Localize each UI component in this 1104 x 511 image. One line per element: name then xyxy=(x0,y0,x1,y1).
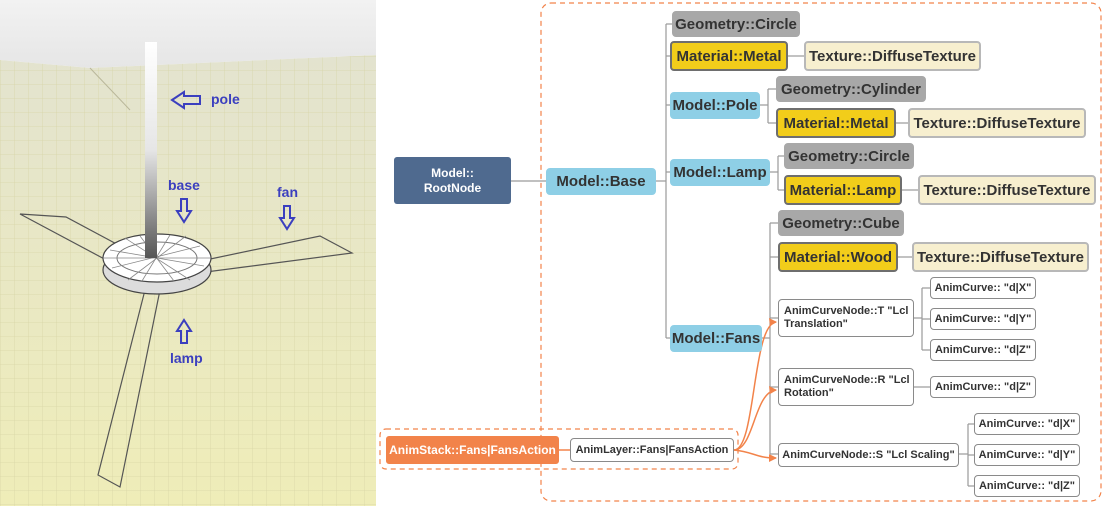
curve-node-label: Translation" xyxy=(784,318,848,330)
anim-curve-s-y[interactable]: AnimCurve:: "d|Y" xyxy=(974,444,1080,466)
fan-label: fan xyxy=(277,184,298,200)
anim-curve-node-scaling[interactable]: AnimCurveNode::S "Lcl Scaling" xyxy=(778,443,959,467)
anim-curve-node-rotation[interactable]: AnimCurveNode::R "Lcl Rotation" xyxy=(778,368,914,406)
base-texture-node[interactable]: Texture::DiffuseTexture xyxy=(804,41,981,71)
model-lamp-node[interactable]: Model::Lamp xyxy=(670,159,770,186)
anim-curve-t-z[interactable]: AnimCurve:: "d|Z" xyxy=(930,339,1036,361)
anim-stack-node[interactable]: AnimStack::Fans|FansAction xyxy=(386,436,559,464)
anim-curve-r-z[interactable]: AnimCurve:: "d|Z" xyxy=(930,376,1036,398)
anim-curve-node-translation[interactable]: AnimCurveNode::T "Lcl Translation" xyxy=(778,299,914,337)
lamp-geometry-node[interactable]: Geometry::Circle xyxy=(784,143,914,169)
pole-material-node[interactable]: Material::Metal xyxy=(776,108,896,138)
anim-layer-node[interactable]: AnimLayer::Fans|FansAction xyxy=(570,438,734,462)
root-node[interactable]: Model:: RootNode xyxy=(394,157,511,204)
lamp-label: lamp xyxy=(170,350,203,366)
scene-viewport: pole base fan lamp xyxy=(0,0,376,506)
anim-curve-t-x[interactable]: AnimCurve:: "d|X" xyxy=(930,277,1036,299)
anim-curve-s-z[interactable]: AnimCurve:: "d|Z" xyxy=(974,475,1080,497)
base-material-node[interactable]: Material::Metal xyxy=(670,41,788,71)
pole-label: pole xyxy=(211,91,240,107)
fans-geometry-node[interactable]: Geometry::Cube xyxy=(778,210,904,236)
pole-geometry-node[interactable]: Geometry::Cylinder xyxy=(776,76,926,102)
lamp-texture-node[interactable]: Texture::DiffuseTexture xyxy=(918,175,1096,205)
root-node-label: Model:: xyxy=(431,165,474,180)
pole-texture-node[interactable]: Texture::DiffuseTexture xyxy=(908,108,1086,138)
curve-node-label: AnimCurveNode::R "Lcl xyxy=(784,374,910,386)
model-base-node[interactable]: Model::Base xyxy=(546,168,656,195)
fans-texture-node[interactable]: Texture::DiffuseTexture xyxy=(912,242,1089,272)
model-fans-node[interactable]: Model::Fans xyxy=(670,325,762,352)
lamp-material-node[interactable]: Material::Lamp xyxy=(784,175,902,205)
up-arrow-icon xyxy=(175,318,193,344)
fans-material-node[interactable]: Material::Wood xyxy=(778,242,898,272)
base-label: base xyxy=(168,177,200,193)
base-geometry-node[interactable]: Geometry::Circle xyxy=(672,11,800,37)
curve-node-label: Rotation" xyxy=(784,387,834,399)
connector-lines xyxy=(379,2,1102,502)
down-arrow-icon xyxy=(278,205,296,231)
model-pole-node[interactable]: Model::Pole xyxy=(670,92,760,119)
anim-curve-s-x[interactable]: AnimCurve:: "d|X" xyxy=(974,413,1080,435)
scene-render xyxy=(0,0,376,506)
root-node-label: RootNode xyxy=(423,180,482,195)
model-group-frame xyxy=(540,2,1102,502)
down-arrow-icon xyxy=(175,198,193,224)
curve-node-label: AnimCurveNode::T "Lcl xyxy=(784,305,909,317)
anim-curve-t-y[interactable]: AnimCurve:: "d|Y" xyxy=(930,308,1036,330)
sky-background xyxy=(0,0,376,68)
pole-mesh xyxy=(145,42,157,258)
left-arrow-icon xyxy=(170,90,201,110)
scene-hierarchy-diagram: Model:: RootNode Model::Base Geometry::C… xyxy=(376,0,1104,506)
label-arrows xyxy=(170,90,296,344)
